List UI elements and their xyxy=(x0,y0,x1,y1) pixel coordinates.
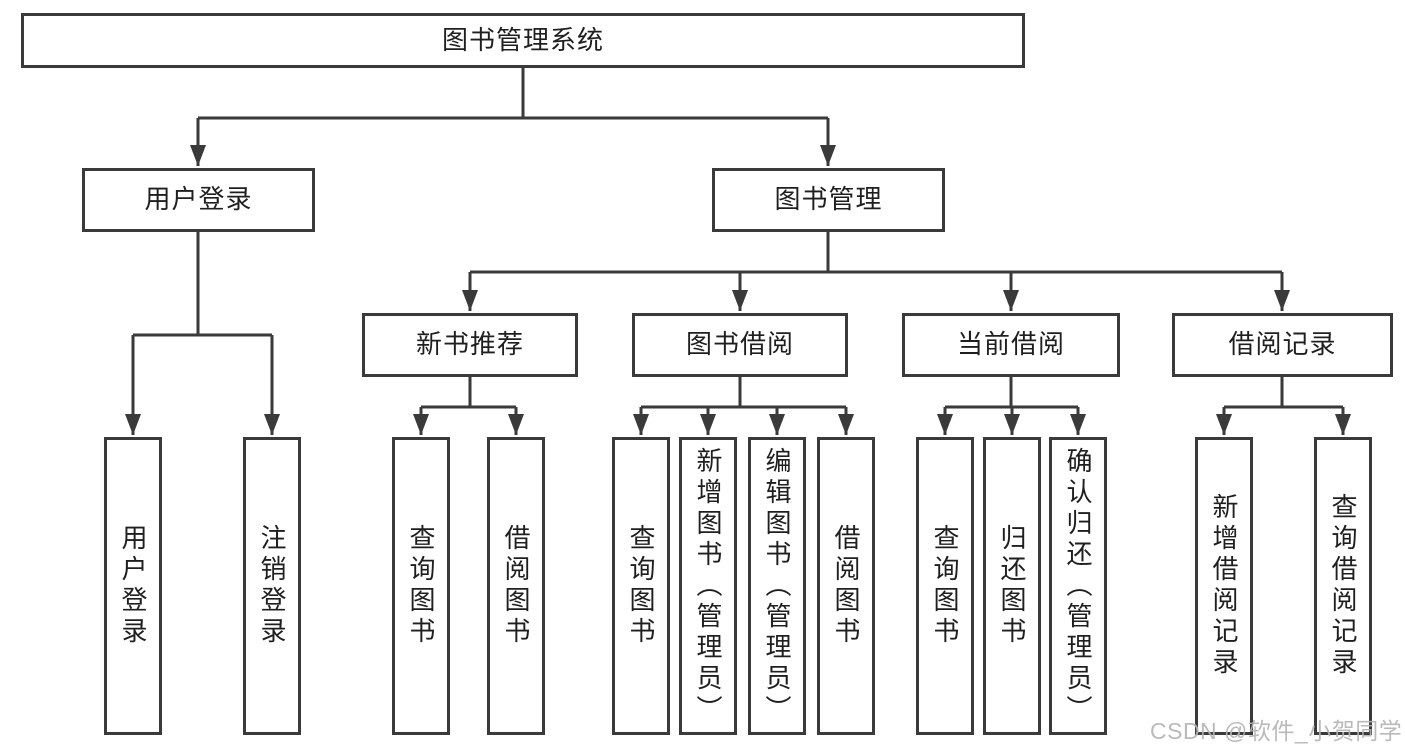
leaf-logout: 注销登录 xyxy=(243,437,301,735)
leaf-query-book-3-label: 查询图书 xyxy=(930,524,960,648)
connector-book-borrow-split xyxy=(641,377,846,409)
connector-new-book-split xyxy=(421,377,516,409)
connector-user-login-split xyxy=(133,232,272,337)
leaf-query-book-1-label: 查询图书 xyxy=(406,524,436,648)
node-book-management-label: 图书管理 xyxy=(774,184,883,215)
node-new-book-recommend-label: 新书推荐 xyxy=(415,329,524,360)
leaf-add-borrow-record: 新增借阅记录 xyxy=(1195,437,1253,735)
leaf-add-borrow-record-label: 新增借阅记录 xyxy=(1209,493,1239,679)
node-book-borrow-label: 图书借阅 xyxy=(685,329,794,360)
connector-book-management-split xyxy=(470,232,1282,274)
node-new-book-recommend: 新书推荐 xyxy=(362,313,578,377)
leaf-edit-book-admin-label: 编辑图书（管理员） xyxy=(762,446,792,726)
node-book-management: 图书管理 xyxy=(712,168,945,232)
leaf-return-book: 归还图书 xyxy=(983,437,1041,735)
node-current-borrow: 当前借阅 xyxy=(902,313,1120,377)
leaf-edit-book-admin: 编辑图书（管理员） xyxy=(748,437,806,735)
leaf-confirm-return-admin-label: 确认归还（管理员） xyxy=(1063,446,1093,726)
node-root-system: 图书管理系统 xyxy=(21,13,1025,68)
csdn-watermark: CSDN @软件_小贺同学 xyxy=(1150,718,1403,744)
leaf-add-book-admin: 新增图书（管理员） xyxy=(679,437,737,735)
node-user-login-branch-label: 用户登录 xyxy=(144,184,253,215)
leaf-query-book-2: 查询图书 xyxy=(612,437,670,735)
node-current-borrow-label: 当前借阅 xyxy=(956,329,1065,360)
connector-borrow-records-split xyxy=(1224,377,1343,409)
node-borrow-records-label: 借阅记录 xyxy=(1228,329,1337,360)
leaf-query-borrow-record-label: 查询借阅记录 xyxy=(1328,493,1358,679)
connector-current-borrow-split xyxy=(945,377,1078,409)
connector-root-to-level2 xyxy=(198,68,828,120)
leaf-query-borrow-record: 查询借阅记录 xyxy=(1314,437,1372,735)
leaf-borrow-book-2-label: 借阅图书 xyxy=(831,524,861,648)
leaf-borrow-book-1-label: 借阅图书 xyxy=(501,524,531,648)
leaf-confirm-return-admin: 确认归还（管理员） xyxy=(1049,437,1107,735)
leaf-add-book-admin-label: 新增图书（管理员） xyxy=(693,446,723,726)
node-root-label: 图书管理系统 xyxy=(441,24,604,55)
leaf-user-login-label: 用户登录 xyxy=(118,524,148,648)
leaf-query-book-1: 查询图书 xyxy=(392,437,450,735)
node-user-login-branch: 用户登录 xyxy=(82,168,315,232)
leaf-user-login: 用户登录 xyxy=(104,437,162,735)
leaf-logout-label: 注销登录 xyxy=(257,524,287,648)
node-book-borrow: 图书借阅 xyxy=(632,313,848,377)
node-borrow-records: 借阅记录 xyxy=(1172,313,1393,377)
leaf-query-book-2-label: 查询图书 xyxy=(626,524,656,648)
leaf-query-book-3: 查询图书 xyxy=(916,437,974,735)
leaf-borrow-book-1: 借阅图书 xyxy=(487,437,545,735)
leaf-borrow-book-2: 借阅图书 xyxy=(817,437,875,735)
leaf-return-book-label: 归还图书 xyxy=(997,524,1027,648)
